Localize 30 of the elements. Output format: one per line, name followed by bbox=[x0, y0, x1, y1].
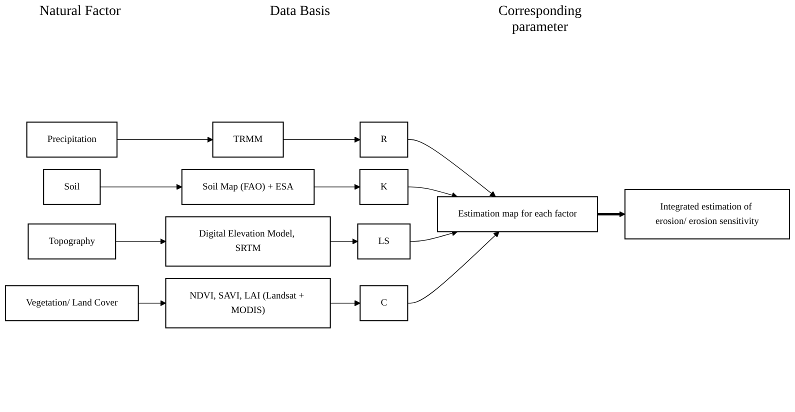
column-heading: Corresponding parameter bbox=[497, 4, 583, 36]
node-box: Vegetation/ Land Cover bbox=[4, 285, 139, 322]
arrow bbox=[410, 230, 458, 242]
column-heading: Natural Factor bbox=[38, 4, 122, 20]
node-box: Soil bbox=[43, 168, 101, 205]
arrow bbox=[408, 186, 458, 198]
arrow bbox=[138, 300, 166, 306]
node-box: TRMM bbox=[212, 122, 284, 158]
arrow bbox=[116, 136, 214, 143]
node-box: LS bbox=[357, 223, 411, 260]
node-box: Digital Elevation Model, SRTM bbox=[165, 216, 331, 267]
arrow bbox=[330, 238, 358, 244]
arrow bbox=[598, 211, 626, 218]
node-box: Integrated estimation of erosion/ erosion sensitivity bbox=[624, 189, 790, 240]
arrow bbox=[407, 231, 500, 304]
arrow bbox=[282, 136, 360, 143]
node-box: K bbox=[359, 168, 408, 205]
node-box: Estimation map for each factor bbox=[437, 196, 598, 232]
node-box: Precipitation bbox=[26, 122, 118, 158]
node-box: Soil Map (FAO) + ESA bbox=[181, 168, 315, 205]
node-box: NDVI, SAVI, LAI (Landsat + MODIS) bbox=[165, 278, 331, 328]
arrow bbox=[330, 300, 360, 306]
node-box: C bbox=[360, 285, 408, 322]
arrow bbox=[407, 139, 496, 197]
node-box: R bbox=[360, 122, 408, 158]
node-box: Topography bbox=[28, 223, 116, 260]
arrow bbox=[100, 184, 182, 190]
column-heading: Data Basis bbox=[268, 4, 332, 20]
arrow bbox=[314, 184, 360, 190]
arrow bbox=[115, 238, 166, 244]
